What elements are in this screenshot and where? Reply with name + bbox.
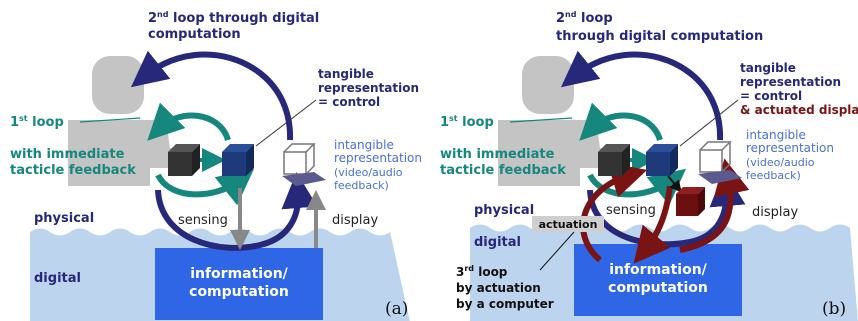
info-box-label-line2: computation bbox=[189, 284, 289, 300]
panel-label-a: (a) bbox=[385, 299, 408, 319]
feedback-label-b-line2: tacticle feedback bbox=[440, 163, 566, 178]
info-box-label-b-line2: computation bbox=[608, 280, 708, 296]
intangible-label-b-line1: intangible bbox=[746, 128, 806, 142]
intangible-label-a-line3: (video/audio bbox=[334, 166, 403, 179]
third-loop-down-arrow-b bbox=[633, 185, 673, 264]
first-loop-label-b: 1st loop bbox=[440, 114, 494, 130]
dark-cube-b bbox=[598, 144, 630, 176]
tangible-label-b-line1: tangible bbox=[740, 61, 796, 75]
second-loop-title-b-line1: 2nd loop bbox=[556, 10, 613, 26]
tangible-label-b-line4: & actuated display bbox=[740, 103, 858, 117]
intangible-label-b-line2: representation bbox=[746, 141, 834, 155]
first-loop-top-arrow-a bbox=[147, 102, 231, 142]
tangible-label-b-line3: = control bbox=[740, 89, 802, 103]
actuation-label-b: actuation bbox=[539, 218, 598, 231]
second-loop-arrow-b bbox=[560, 50, 724, 141]
second-loop-title-a-line2: computation bbox=[148, 27, 241, 42]
actuation-black-arrow-b bbox=[667, 175, 682, 193]
blue-cube-b bbox=[646, 144, 678, 176]
feedback-label-b-line1: with immediate bbox=[440, 147, 555, 162]
digital-label-b: digital bbox=[474, 235, 521, 250]
third-loop-up-arrow-b bbox=[679, 158, 750, 253]
sensing-label-a: sensing bbox=[178, 213, 228, 228]
second-loop-title-b-line2: through digital computation bbox=[556, 29, 763, 44]
tangible-label-b-line2: representation bbox=[740, 75, 841, 89]
first-loop-top-arrow-b bbox=[579, 102, 663, 142]
intangible-label-b-line3: (video/audio bbox=[746, 156, 815, 169]
digital-label-a: digital bbox=[34, 271, 81, 286]
first-loop-leader-a bbox=[79, 117, 141, 123]
wireframe-cube-b bbox=[699, 141, 732, 173]
intangible-label-a-line2: representation bbox=[334, 151, 422, 165]
display-shadow-a bbox=[282, 172, 326, 186]
third-loop-label-b-line3: by a computer bbox=[456, 297, 554, 311]
second-loop-lower-arc-a bbox=[155, 172, 318, 251]
sensing-label-b: sensing bbox=[606, 203, 656, 218]
display-label-a: display bbox=[332, 213, 378, 228]
info-box-a bbox=[155, 248, 323, 320]
tangible-leader-b bbox=[679, 99, 739, 147]
wireframe-cube-a bbox=[283, 143, 316, 175]
info-box-label-b-line1: information/ bbox=[609, 262, 707, 278]
tangible-label-a-line2: representation bbox=[318, 81, 419, 95]
first-loop-label-a: 1st loop bbox=[10, 114, 64, 130]
intangible-label-a-line4: feedback) bbox=[334, 179, 389, 192]
feedback-label-a-line1: with immediate bbox=[10, 147, 125, 162]
tangible-label-a-line1: tangible bbox=[318, 67, 374, 81]
first-loop-bottom-arrow-a bbox=[155, 168, 255, 206]
display-shadow-b bbox=[698, 170, 742, 184]
actuation-tag-b bbox=[532, 216, 604, 232]
actuation-leader-b bbox=[539, 231, 575, 271]
tangible-label-a-line3: = control bbox=[318, 95, 380, 109]
panel-label-b: (b) bbox=[822, 299, 846, 319]
third-loop-arrow-b bbox=[580, 162, 648, 263]
second-loop-arrow-a bbox=[130, 50, 294, 141]
third-loop-label-b-line1: 3rd loop bbox=[456, 264, 508, 279]
physical-label-b: physical bbox=[474, 203, 534, 218]
third-loop-label-b-line2: by actuation bbox=[456, 281, 541, 295]
intangible-label-b-line4: feedback) bbox=[746, 169, 801, 182]
feedback-label-a-line2: tacticle feedback bbox=[10, 163, 136, 178]
panel-b: information/ computation bbox=[440, 10, 858, 321]
dark-cube-a bbox=[168, 144, 200, 176]
tangible-leader-a bbox=[255, 99, 317, 147]
intangible-label-a-line1: intangible bbox=[334, 138, 394, 152]
panel-a: information/ computation bbox=[10, 10, 422, 321]
physical-label-a: physical bbox=[34, 211, 94, 226]
blue-cube-a bbox=[222, 144, 254, 176]
red-cube-b bbox=[676, 187, 705, 216]
first-loop-leader-b bbox=[509, 117, 573, 123]
info-box-label-line1: information/ bbox=[190, 266, 288, 282]
display-label-b: display bbox=[752, 205, 798, 220]
second-loop-title-a-line1: 2nd loop through digital bbox=[148, 10, 319, 26]
